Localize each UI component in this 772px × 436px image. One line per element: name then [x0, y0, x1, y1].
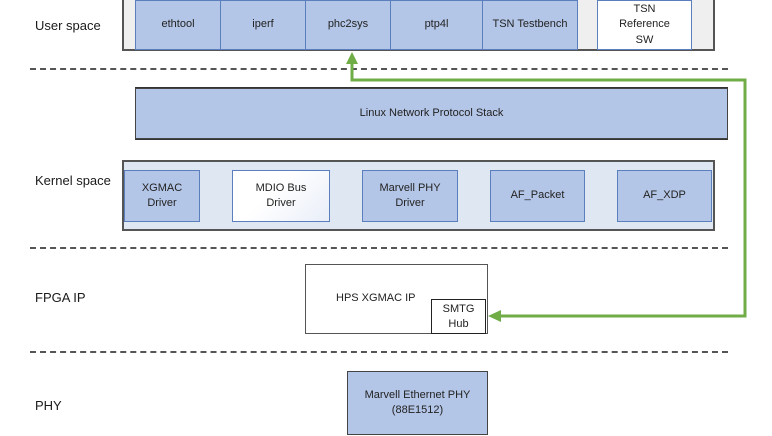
phy-label-line1: Marvell Ethernet PHY	[364, 388, 471, 401]
smtg-hub[interactable]: SMTG Hub	[431, 299, 486, 334]
sync-connector-line	[350, 62, 747, 318]
linux-network-protocol-stack[interactable]: Linux Network Protocol Stack	[135, 88, 728, 139]
app-label: TSN Testbench	[492, 18, 568, 31]
layer-label-user-space: User space	[35, 18, 101, 33]
driver-label-line1: MDIO Bus	[255, 181, 307, 194]
driver-label-line1: Marvell PHY	[379, 181, 441, 194]
smtg-hub-label-line2: Hub	[448, 317, 469, 330]
reference-sw-label: TSN Reference SW	[619, 2, 670, 46]
layer-label-fpga-ip: FPGA IP	[35, 290, 86, 305]
app-phc2sys[interactable]: phc2sys	[305, 0, 391, 50]
phy-label-line2: (88E1512)	[391, 404, 444, 416]
arrowhead-left-icon	[488, 310, 501, 322]
arrowhead-up-icon	[346, 52, 358, 64]
driver-label-line1: AF_XDP	[643, 189, 686, 202]
app-label: iperf	[252, 18, 274, 31]
layer-label-phy: PHY	[35, 398, 62, 413]
divider-fpga-phy	[30, 351, 728, 353]
driver-xgmac[interactable]: XGMAC Driver	[124, 170, 200, 222]
driver-marvell-phy[interactable]: Marvell PHY Driver	[362, 170, 458, 222]
app-ptp4l[interactable]: ptp4l	[390, 0, 483, 50]
smtg-hub-label-line1: SMTG	[442, 302, 475, 315]
app-ethtool[interactable]: ethtool	[135, 0, 221, 50]
tsn-reference-sw[interactable]: TSN Reference SW	[597, 0, 692, 50]
marvell-ethernet-phy[interactable]: Marvell Ethernet PHY (88E1512)	[347, 371, 488, 435]
driver-label-line2: Driver	[147, 197, 177, 209]
layer-label-kernel-space: Kernel space	[35, 173, 111, 188]
hps-xgmac-ip-label: HPS XGMAC IP	[336, 292, 416, 304]
driver-af-packet[interactable]: AF_Packet	[490, 170, 585, 222]
driver-label-line1: XGMAC	[141, 181, 183, 194]
driver-label-line1: AF_Packet	[510, 189, 565, 202]
app-label: phc2sys	[327, 18, 369, 31]
driver-label-line2: Driver	[395, 197, 425, 209]
app-label: ethtool	[161, 18, 195, 31]
divider-kernel-fpga	[30, 247, 728, 249]
stack-label: Linux Network Protocol Stack	[359, 106, 504, 119]
driver-label-line2: Driver	[266, 197, 296, 209]
app-iperf[interactable]: iperf	[220, 0, 306, 50]
divider-user-kernel	[30, 68, 728, 70]
app-label: ptp4l	[424, 18, 449, 31]
driver-af-xdp[interactable]: AF_XDP	[617, 170, 712, 222]
app-tsn-testbench[interactable]: TSN Testbench	[482, 0, 578, 50]
